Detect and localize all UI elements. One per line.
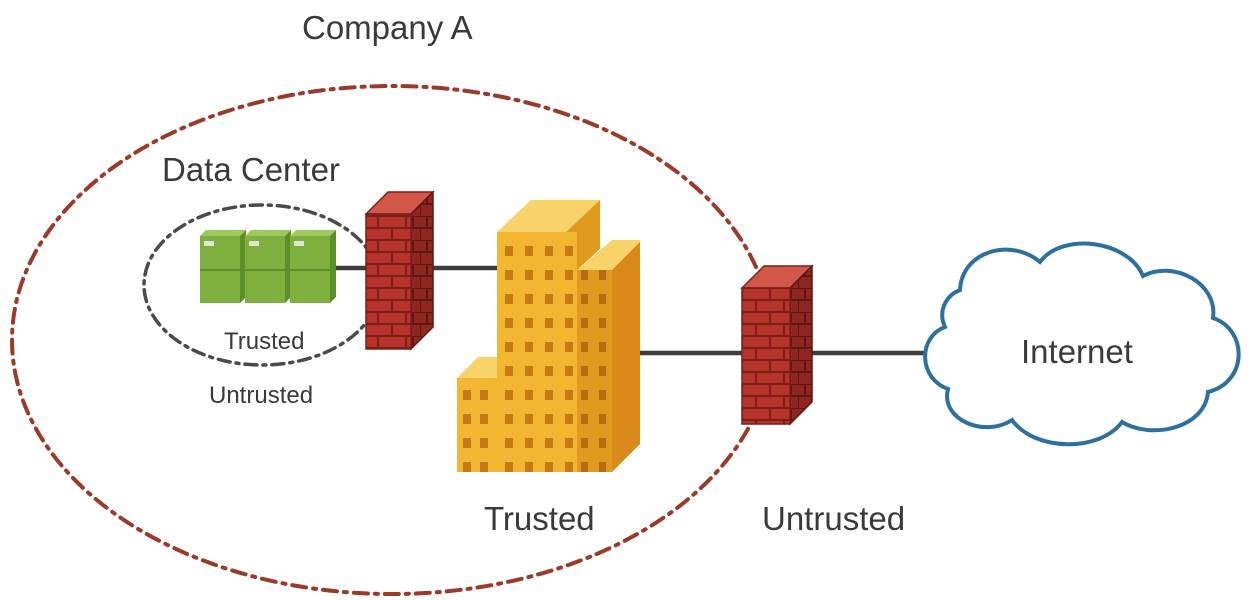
data-center-untrusted-label: Untrusted bbox=[209, 382, 314, 409]
company-a-label: Company A bbox=[302, 9, 473, 46]
building-icon bbox=[457, 200, 640, 472]
company-trusted-label: Trusted bbox=[484, 500, 595, 537]
company-untrusted-label: Untrusted bbox=[762, 500, 906, 537]
data-center-label: Data Center bbox=[162, 151, 340, 188]
server-rack-icon bbox=[200, 230, 336, 303]
cloud-icon bbox=[923, 241, 1241, 447]
network-links bbox=[334, 265, 930, 356]
firewall-icon bbox=[364, 190, 435, 351]
internet-label: Internet bbox=[1021, 333, 1133, 370]
firewall-icon bbox=[740, 264, 814, 426]
data-center-trusted-label: Trusted bbox=[224, 328, 305, 355]
